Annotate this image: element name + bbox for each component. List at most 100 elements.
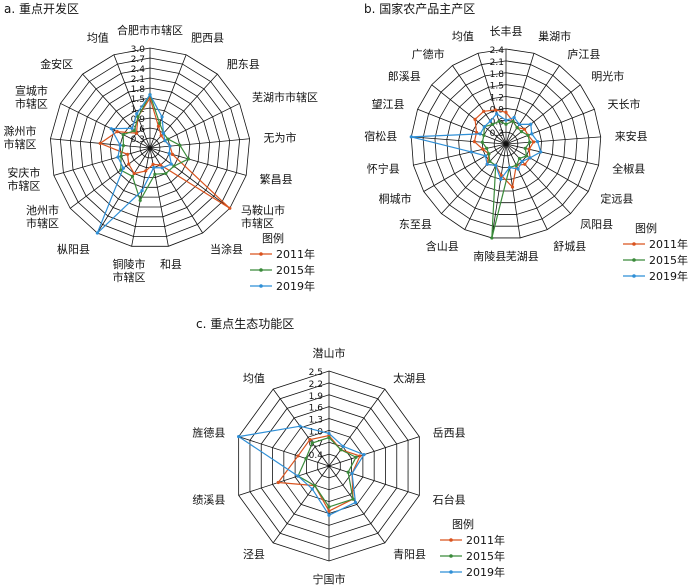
data-point-2019 <box>483 154 488 158</box>
axis-label: 泾县 <box>243 548 265 561</box>
data-point-2015 <box>487 152 491 156</box>
panel-b-grid <box>410 48 602 239</box>
legend-marker-2019 <box>259 284 263 288</box>
legend-marker-2011 <box>259 252 263 256</box>
data-point-2015 <box>310 441 314 445</box>
axis-label: 舒城县 <box>553 239 586 253</box>
legend-marker-2015 <box>449 554 453 558</box>
panel-b-series <box>409 108 543 240</box>
axis-label: 均值 <box>452 30 474 43</box>
axis-label: 太湖县 <box>393 372 426 385</box>
panel-c-grid <box>238 370 420 562</box>
axis-label: 金安区 <box>40 57 73 71</box>
axis-label: 池州市市辖区 <box>26 203 59 230</box>
data-point-2011 <box>228 206 232 210</box>
grid-spoke <box>417 108 507 145</box>
axis-label: 潜山市 <box>313 346 346 360</box>
data-point-2019 <box>478 132 482 136</box>
data-point-2019 <box>353 500 358 505</box>
data-point-2011 <box>327 509 331 513</box>
data-point-2015 <box>121 133 125 137</box>
data-point-2019 <box>160 115 164 119</box>
grid-spoke <box>505 143 589 192</box>
grid-spoke <box>505 136 601 145</box>
grid-spoke <box>149 147 231 209</box>
data-point-2011 <box>527 147 531 151</box>
data-point-2015 <box>517 156 522 161</box>
data-point-2019 <box>488 119 492 123</box>
axis-label: 肥西县 <box>191 32 224 45</box>
axis-label: 当涂县 <box>210 242 243 256</box>
grid-ring <box>139 137 161 159</box>
grid-spoke <box>328 465 386 544</box>
grid-ring <box>99 97 201 198</box>
grid-spoke <box>69 147 151 209</box>
data-point-2019 <box>530 132 534 136</box>
tick-label: 1.6 <box>309 404 324 414</box>
tick-label: 1.2 <box>490 94 504 104</box>
tick-label: 0.3 <box>490 129 504 139</box>
data-point-2011 <box>499 173 503 177</box>
data-point-2015 <box>304 456 308 461</box>
grid-spoke <box>505 143 571 214</box>
data-point-2015 <box>130 174 135 178</box>
data-point-2019 <box>362 453 366 457</box>
legend-title: 图例 <box>635 221 657 235</box>
data-point-2011 <box>481 147 485 151</box>
legend-label-2015: 2015年 <box>466 549 505 563</box>
data-point-2019 <box>494 163 498 167</box>
data-point-2019 <box>499 177 503 181</box>
legend-label-2019: 2019年 <box>466 565 505 579</box>
data-point-2015 <box>164 171 168 176</box>
legend-marker-2019 <box>449 570 453 574</box>
grid-spoke <box>505 143 599 166</box>
data-point-2015 <box>153 172 157 176</box>
data-point-2019 <box>517 122 521 126</box>
grid-spoke <box>491 143 507 238</box>
axis-label: 望江县 <box>372 98 405 111</box>
data-point-2019 <box>169 162 173 166</box>
data-point-2019 <box>495 112 499 116</box>
tick-label: 2.1 <box>131 75 145 85</box>
grid-spoke <box>423 143 507 192</box>
axis-label: 青阳县 <box>393 548 426 561</box>
data-point-2019 <box>130 126 134 130</box>
grid-spoke <box>452 65 507 145</box>
data-point-2015 <box>485 146 489 151</box>
data-point-2015 <box>526 133 530 137</box>
data-point-2015 <box>346 470 350 474</box>
data-point-2019 <box>161 131 166 135</box>
data-point-2015 <box>313 484 317 488</box>
data-point-2011 <box>510 185 515 189</box>
grid-ring <box>69 67 231 228</box>
data-point-2011 <box>158 163 163 167</box>
axis-label: 安庆市市辖区 <box>7 166 40 193</box>
panel-c-title: c. 重点生态功能区 <box>196 317 294 331</box>
data-point-2019 <box>535 140 540 144</box>
panel-c-ecological-zone: c. 重点生态功能区 0.40.71.01.31.61.92.22.5 潜山市太… <box>192 317 505 586</box>
axis-label: 岳西县 <box>433 426 466 439</box>
grid-spoke <box>82 73 151 149</box>
grid-spoke <box>60 103 151 149</box>
data-point-2015 <box>480 140 484 144</box>
data-point-2019 <box>341 444 345 448</box>
grid-ring <box>59 57 241 237</box>
data-point-2019 <box>507 165 512 170</box>
grid-spoke <box>113 54 151 149</box>
grid-ring <box>79 77 221 218</box>
legend-label-2019: 2019年 <box>649 269 688 283</box>
data-point-2011 <box>358 454 362 458</box>
data-point-2011 <box>522 127 527 131</box>
data-point-2019 <box>520 159 524 164</box>
data-point-2011 <box>308 438 312 442</box>
grid-ring <box>410 48 602 239</box>
tick-label: 1.5 <box>131 95 145 105</box>
tick-label: 1.3 <box>309 416 323 426</box>
axis-label: 怀宁县 <box>367 161 400 175</box>
data-point-2019 <box>109 127 113 131</box>
panel-b-axis-labels: 长丰县巢湖市庐江县明光市天长市来安县全椒县定远县凤阳县舒城县芜湖县南陵县含山县东… <box>364 25 647 263</box>
grid-spoke <box>131 147 151 247</box>
axis-label: 明光市 <box>591 69 624 83</box>
axis-label: 铜陵市市辖区 <box>113 257 146 284</box>
